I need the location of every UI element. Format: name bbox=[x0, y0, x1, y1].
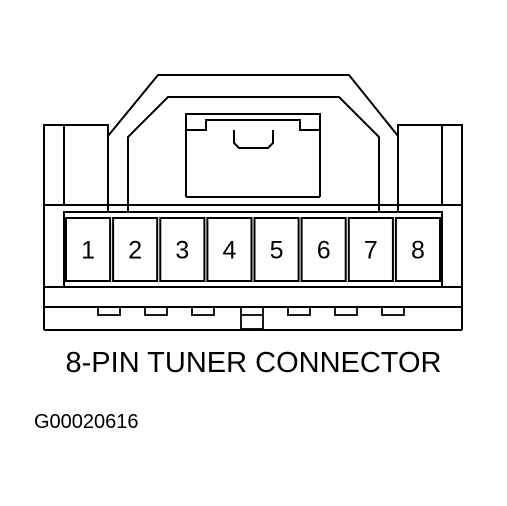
pin-cavity-3 bbox=[159, 217, 206, 282]
pin-label-3: 3 bbox=[175, 237, 189, 265]
pin-label-7: 7 bbox=[364, 237, 378, 265]
pin-cavity-8 bbox=[394, 217, 441, 282]
pin-label-5: 5 bbox=[270, 237, 284, 265]
latch-window-inner bbox=[186, 119, 320, 131]
bottom-key bbox=[287, 306, 311, 316]
pin-cells bbox=[65, 217, 441, 282]
bottom-key bbox=[144, 306, 168, 316]
pin-cavity-6 bbox=[300, 217, 347, 282]
pin-cavity-7 bbox=[347, 217, 394, 282]
bottom-key bbox=[97, 306, 121, 316]
pin-cavity-1 bbox=[65, 217, 112, 282]
bottom-key bbox=[381, 306, 405, 316]
connector-housing bbox=[43, 74, 463, 308]
pin-label-2: 2 bbox=[128, 237, 142, 265]
pin-row-frame bbox=[63, 211, 443, 288]
bottom-key bbox=[191, 306, 215, 316]
pin-label-4: 4 bbox=[222, 237, 236, 265]
pin-label-1: 1 bbox=[81, 237, 95, 265]
bottom-key bbox=[334, 306, 358, 316]
latch-tab bbox=[233, 130, 274, 149]
pin-label-8: 8 bbox=[411, 237, 425, 265]
diagram-caption: 8-PIN TUNER CONNECTOR bbox=[65, 347, 442, 379]
figure-id: G00020616 bbox=[34, 411, 139, 433]
bottom-keys bbox=[97, 306, 405, 330]
bottom-key bbox=[240, 306, 264, 330]
latch-window bbox=[185, 113, 321, 197]
pin-cavity-5 bbox=[253, 217, 300, 282]
pin-cavity-2 bbox=[112, 217, 159, 282]
pin-labels: 1 2 3 4 5 6 7 8 bbox=[81, 237, 425, 265]
pin-cavity-4 bbox=[206, 217, 253, 282]
pin-label-6: 6 bbox=[317, 237, 331, 265]
